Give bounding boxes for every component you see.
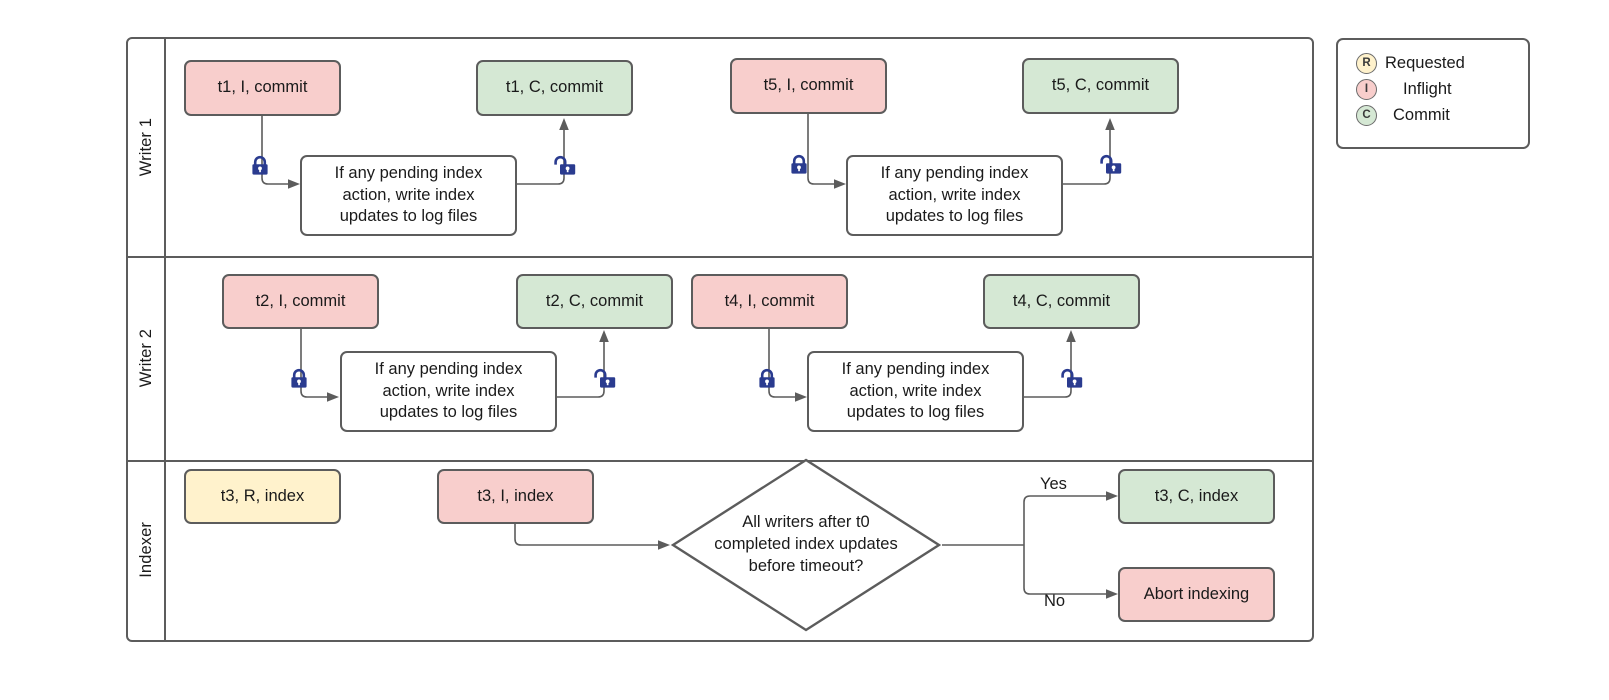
node-ix-t3-requested[interactable]: t3, R, index [184, 469, 341, 524]
node-w1-t1-commit[interactable]: t1, C, commit [476, 60, 633, 116]
node-ix-t3-inflight[interactable]: t3, I, index [437, 469, 594, 524]
legend-item-inflight: I Inflight [1338, 76, 1528, 102]
legend-item-commit: C Commit [1338, 102, 1528, 128]
legend-label-inflight: Inflight [1403, 79, 1452, 98]
legend-item-requested: R Requested [1338, 50, 1528, 76]
lane-divider-2 [128, 459, 1312, 462]
legend-badge-commit: C [1356, 104, 1377, 126]
node-ix-t3-commit[interactable]: t3, C, index [1118, 469, 1275, 524]
decision-diamond-shape [670, 458, 942, 632]
legend-badge-inflight: I [1356, 78, 1377, 100]
node-w2-t2-inflight[interactable]: t2, I, commit [222, 274, 379, 329]
node-w1-t1-inflight[interactable]: t1, I, commit [184, 60, 341, 116]
node-w2-t4-inflight[interactable]: t4, I, commit [691, 274, 848, 329]
lane-label-indexer: Indexer [136, 522, 155, 578]
edge-label-no: No [1044, 592, 1066, 610]
node-w2-t4-commit[interactable]: t4, C, commit [983, 274, 1140, 329]
lock-closed-icon [249, 155, 271, 177]
legend-badge-requested: R [1356, 52, 1377, 74]
node-w1-t5-inflight[interactable]: t5, I, commit [730, 58, 887, 114]
legend-label-requested: Requested [1385, 53, 1465, 72]
lane-divider-1 [128, 255, 1312, 258]
lock-open-icon [554, 155, 576, 177]
lane-label-writer-2: Writer 2 [136, 328, 155, 388]
lane-header-writer-2: Writer 2 [128, 256, 166, 460]
lane-label-writer-1: Writer 1 [136, 118, 155, 177]
lock-open-icon [1100, 154, 1122, 176]
legend-panel: R Requested I Inflight C Commit [1336, 38, 1530, 149]
lock-closed-icon [756, 368, 778, 390]
legend-label-commit: Commit [1393, 105, 1450, 124]
node-w2-t2-commit[interactable]: t2, C, commit [516, 274, 673, 329]
lock-closed-icon [288, 368, 310, 390]
lock-open-icon [594, 368, 616, 390]
lock-closed-icon [788, 154, 810, 176]
lane-header-writer-1: Writer 1 [128, 39, 166, 256]
lane-header-indexer: Indexer [128, 460, 166, 640]
node-ix-abort[interactable]: Abort indexing [1118, 567, 1275, 622]
edge-label-yes: Yes [1040, 475, 1067, 493]
lock-open-icon [1061, 368, 1083, 390]
node-w1-t5-commit[interactable]: t5, C, commit [1022, 58, 1179, 114]
